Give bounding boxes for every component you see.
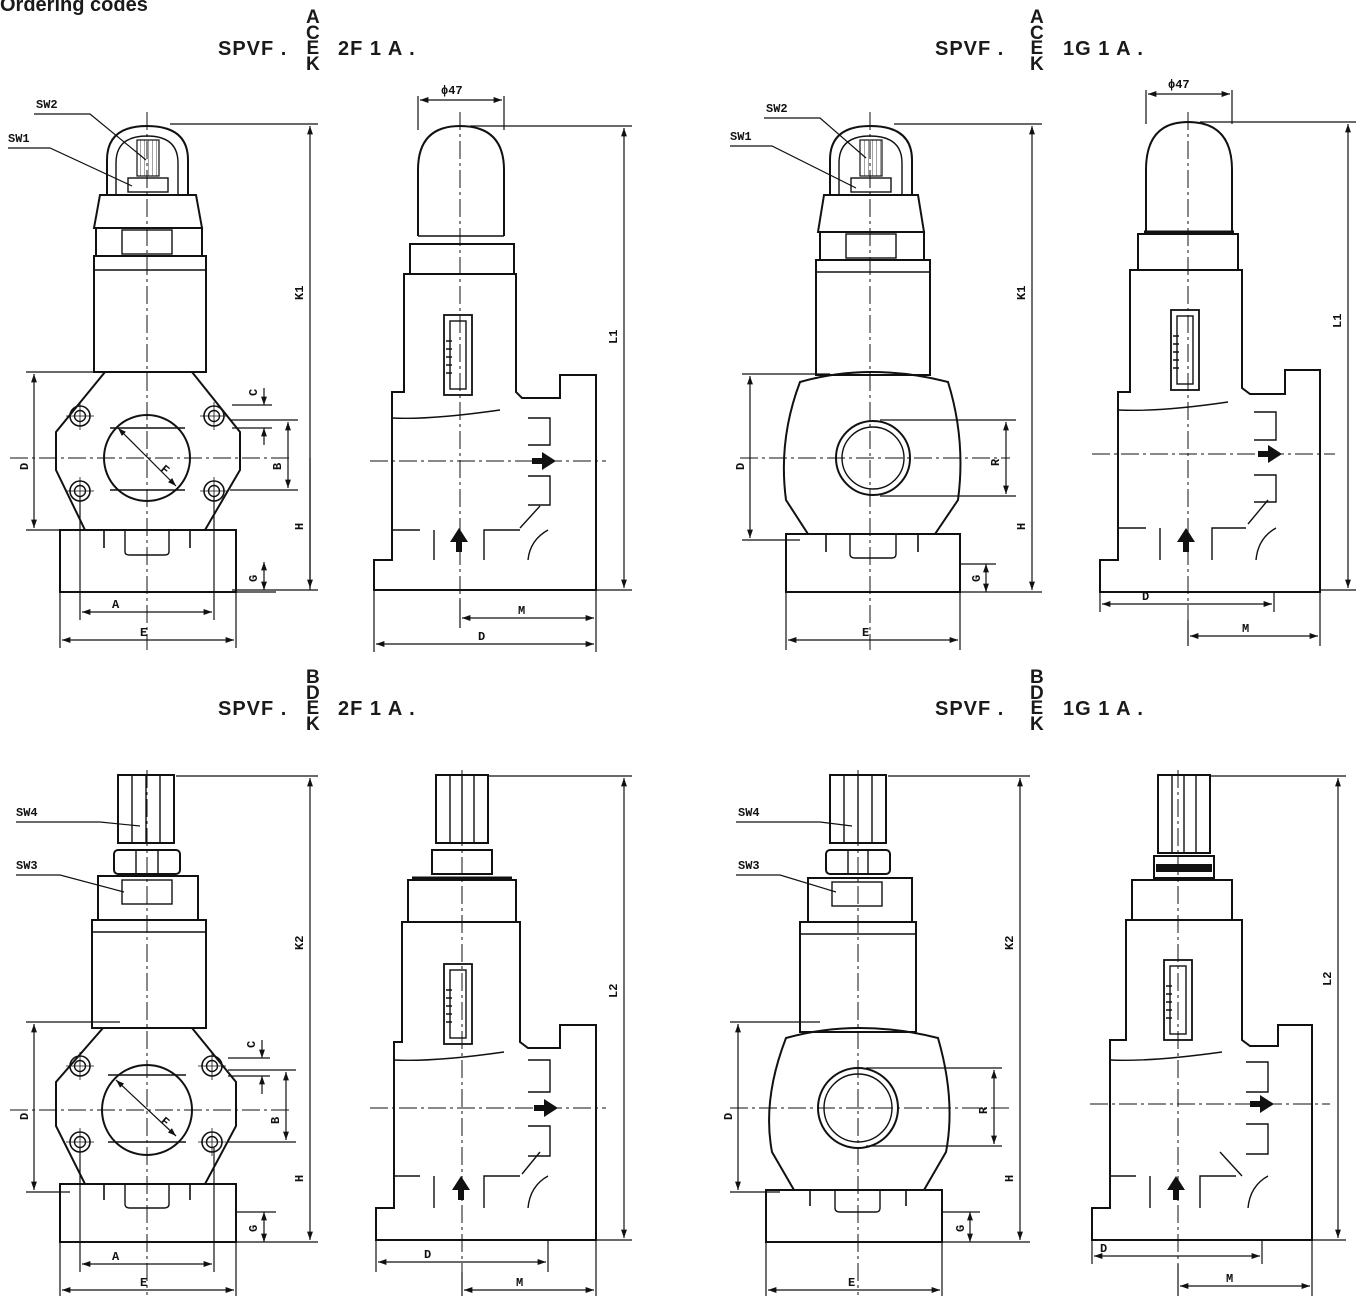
- code-prefix: SPVF .: [935, 698, 1005, 720]
- label-m: M: [518, 604, 525, 618]
- label-c: C: [245, 1041, 259, 1048]
- label-dia47: ϕ47: [1168, 78, 1190, 92]
- label-l1: L1: [1331, 314, 1345, 328]
- label-m: M: [1242, 622, 1249, 636]
- label-g: G: [954, 1225, 968, 1232]
- label-d: D: [478, 630, 485, 644]
- code-letter: D: [306, 682, 320, 704]
- code-letter: D: [1030, 682, 1044, 704]
- label-r: R: [989, 458, 1003, 466]
- code-letter: E: [306, 698, 320, 719]
- code-variant-letters: B D E K: [306, 667, 320, 735]
- label-h: H: [1015, 523, 1029, 530]
- side-view-bottom-right: [1091, 774, 1313, 1241]
- code-suffix: 2F 1 A .: [338, 38, 416, 60]
- label-d: D: [722, 1113, 736, 1120]
- label-h: H: [1003, 1175, 1017, 1182]
- code-variant-letters: B D E K: [1030, 667, 1044, 735]
- code-prefix: SPVF .: [935, 38, 1005, 60]
- side-view-top-right: [1099, 120, 1321, 593]
- code-letter: A: [306, 7, 320, 28]
- label-d: D: [424, 1248, 431, 1262]
- section-title: Ordering codes: [0, 0, 148, 16]
- label-e: E: [848, 1276, 855, 1290]
- adjust-screw: [136, 139, 160, 177]
- label-k1: K1: [293, 286, 307, 300]
- label-dia47: ϕ47: [441, 84, 463, 98]
- front-view-bottom-left: [55, 774, 237, 1243]
- label-g: G: [247, 1225, 261, 1232]
- label-b: B: [271, 463, 285, 470]
- dimension-labels: SW2 SW1 SW2 SW1 SW4 SW3 SW4 SW3 ϕ47 ϕ47 …: [8, 78, 1345, 1290]
- label-sw4: SW4: [738, 806, 760, 820]
- code-prefix: SPVF .: [218, 38, 288, 60]
- front-view-top-right: [782, 124, 962, 593]
- label-g: G: [247, 575, 261, 582]
- label-k2: K2: [1003, 936, 1017, 950]
- front-view-top-left: [55, 124, 241, 593]
- label-k1: K1: [1015, 286, 1029, 300]
- leader-lines: [8, 113, 867, 893]
- label-h: H: [293, 1175, 307, 1182]
- code-letter: E: [1030, 38, 1044, 59]
- label-d: D: [18, 463, 32, 470]
- label-m: M: [516, 1276, 523, 1290]
- label-h: H: [293, 523, 307, 530]
- label-g: G: [970, 575, 984, 582]
- code-letter: C: [1030, 22, 1044, 44]
- label-a: A: [112, 598, 120, 612]
- label-l2: L2: [607, 984, 621, 998]
- code-letter: C: [306, 22, 320, 44]
- label-sw4: SW4: [16, 806, 38, 820]
- label-c: C: [247, 389, 261, 396]
- code-letter: E: [1030, 698, 1044, 719]
- label-f: F: [157, 462, 172, 477]
- code-suffix: 2F 1 A .: [338, 698, 416, 720]
- label-l2: L2: [1321, 972, 1335, 986]
- label-b: B: [269, 1117, 283, 1124]
- adjust-screw: [859, 139, 883, 177]
- label-d: D: [18, 1113, 32, 1120]
- label-e: E: [140, 626, 147, 640]
- code-letter: K: [306, 53, 320, 75]
- side-view-top-left: [373, 124, 597, 591]
- code-variant-letters: A C E K: [306, 7, 320, 75]
- label-d: D: [1142, 590, 1149, 604]
- label-m: M: [1226, 1272, 1233, 1286]
- label-sw1: SW1: [8, 132, 30, 146]
- label-sw2: SW2: [766, 102, 788, 116]
- dimension-lines: [26, 90, 1356, 1296]
- label-e: E: [862, 626, 869, 640]
- label-r: R: [977, 1106, 991, 1114]
- code-variant-letters: A C E K: [1030, 7, 1044, 75]
- label-sw1: SW1: [730, 130, 752, 144]
- label-l1: L1: [607, 330, 621, 344]
- label-d: D: [1100, 1242, 1107, 1256]
- label-e: E: [140, 1276, 147, 1290]
- label-sw2: SW2: [36, 98, 58, 112]
- code-suffix: 1G 1 A .: [1063, 38, 1144, 60]
- centerlines: [10, 112, 1335, 1295]
- label-sw3: SW3: [738, 859, 760, 873]
- label-f: F: [157, 1114, 172, 1129]
- code-prefix: SPVF .: [218, 698, 288, 720]
- code-letter: B: [306, 667, 320, 688]
- label-a: A: [112, 1250, 120, 1264]
- label-d: D: [734, 463, 748, 470]
- code-letter: K: [1030, 53, 1044, 75]
- side-view-bottom-left: [375, 774, 597, 1241]
- code-letter: K: [306, 713, 320, 735]
- code-letter: E: [306, 38, 320, 59]
- code-letter: B: [1030, 667, 1044, 688]
- label-sw3: SW3: [16, 859, 38, 873]
- label-k2: K2: [293, 936, 307, 950]
- code-letter: A: [1030, 7, 1044, 28]
- code-suffix: 1G 1 A .: [1063, 698, 1144, 720]
- code-letter: K: [1030, 713, 1044, 735]
